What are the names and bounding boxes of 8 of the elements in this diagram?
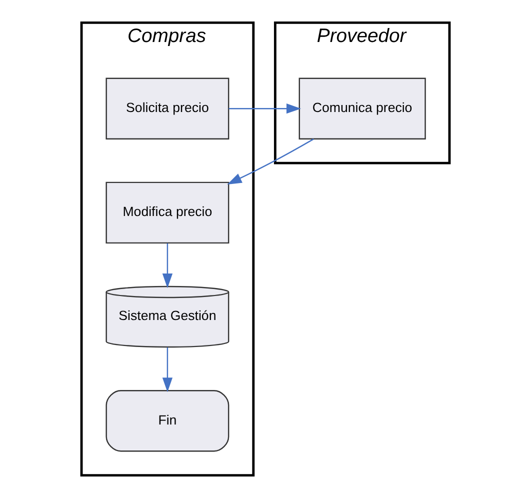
arrow <box>162 243 173 288</box>
node-box: Fin <box>106 390 230 452</box>
node-box: Solicita precio <box>106 78 230 140</box>
arrow <box>228 104 302 114</box>
node-box: Comunica precio <box>298 78 426 140</box>
arrow <box>162 347 173 392</box>
node-box: Modifica precio <box>106 182 230 244</box>
arrow <box>227 138 314 184</box>
